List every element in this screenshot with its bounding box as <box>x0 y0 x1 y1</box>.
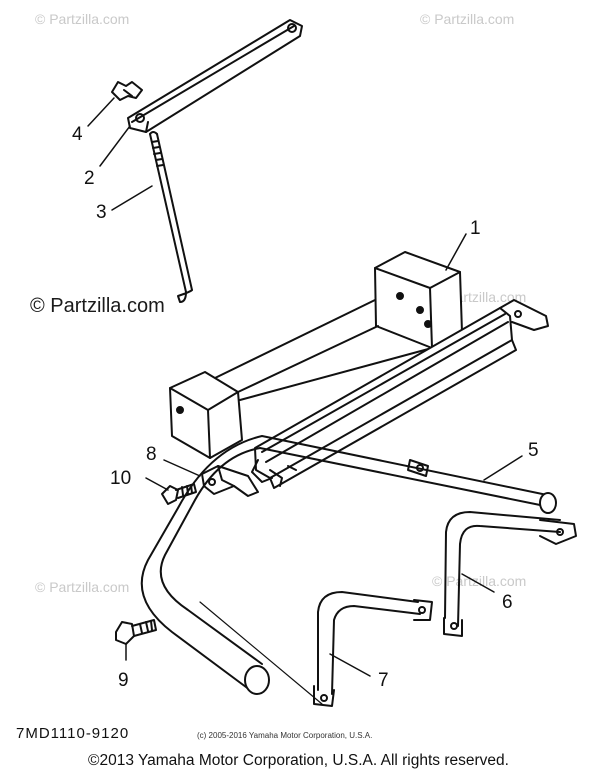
leader-7 <box>329 653 371 677</box>
part-8-clamp <box>201 465 259 497</box>
part-7-leg-bracket <box>313 591 433 707</box>
callout-9: 9 <box>118 670 129 691</box>
part-10-bolt <box>161 483 197 505</box>
leader-lines <box>87 97 523 705</box>
part-9-bolt <box>115 619 157 645</box>
callout-7: 7 <box>378 670 389 691</box>
callout-numbers: 4 2 3 1 5 6 7 8 10 9 <box>72 124 539 691</box>
part-2-bracket-arm <box>127 19 303 133</box>
watermark-main: © Partzilla.com <box>30 295 165 317</box>
leader-8 <box>163 459 201 477</box>
leader-6 <box>461 573 495 593</box>
leader-10 <box>145 477 169 491</box>
watermark-bottom-left: © Partzilla.com <box>35 579 129 595</box>
leader-3 <box>111 185 153 211</box>
callout-3: 3 <box>96 202 107 223</box>
part-3-rod <box>149 131 193 303</box>
callout-2: 2 <box>84 168 95 189</box>
small-copyright: (c) 2005-2016 Yamaha Motor Corporation, … <box>197 731 372 740</box>
callout-6: 6 <box>502 592 513 613</box>
leader-1 <box>445 233 467 271</box>
diagram-code: 7MD1110-9120 <box>16 725 129 742</box>
leader-4 <box>87 97 115 127</box>
watermark-bottom-right: © Partzilla.com <box>432 573 526 589</box>
footer-copyright: ©2013 Yamaha Motor Corporation, U.S.A. A… <box>88 752 509 769</box>
leader-2 <box>99 125 131 167</box>
watermark-top-left: © Partzilla.com <box>35 11 129 27</box>
callout-8: 8 <box>146 444 157 465</box>
leader-5 <box>483 455 523 481</box>
callout-10: 10 <box>110 468 131 489</box>
part-4-wing-nut <box>111 81 143 101</box>
part-5-u-bar <box>140 435 577 695</box>
leader-hidden-line <box>199 601 323 705</box>
part-1-main-frame <box>169 251 549 489</box>
callout-1: 1 <box>470 218 481 239</box>
callout-4: 4 <box>72 124 83 145</box>
callout-5: 5 <box>528 440 539 461</box>
part-6-leg-bracket <box>443 511 561 637</box>
watermark-top-right: © Partzilla.com <box>420 11 514 27</box>
